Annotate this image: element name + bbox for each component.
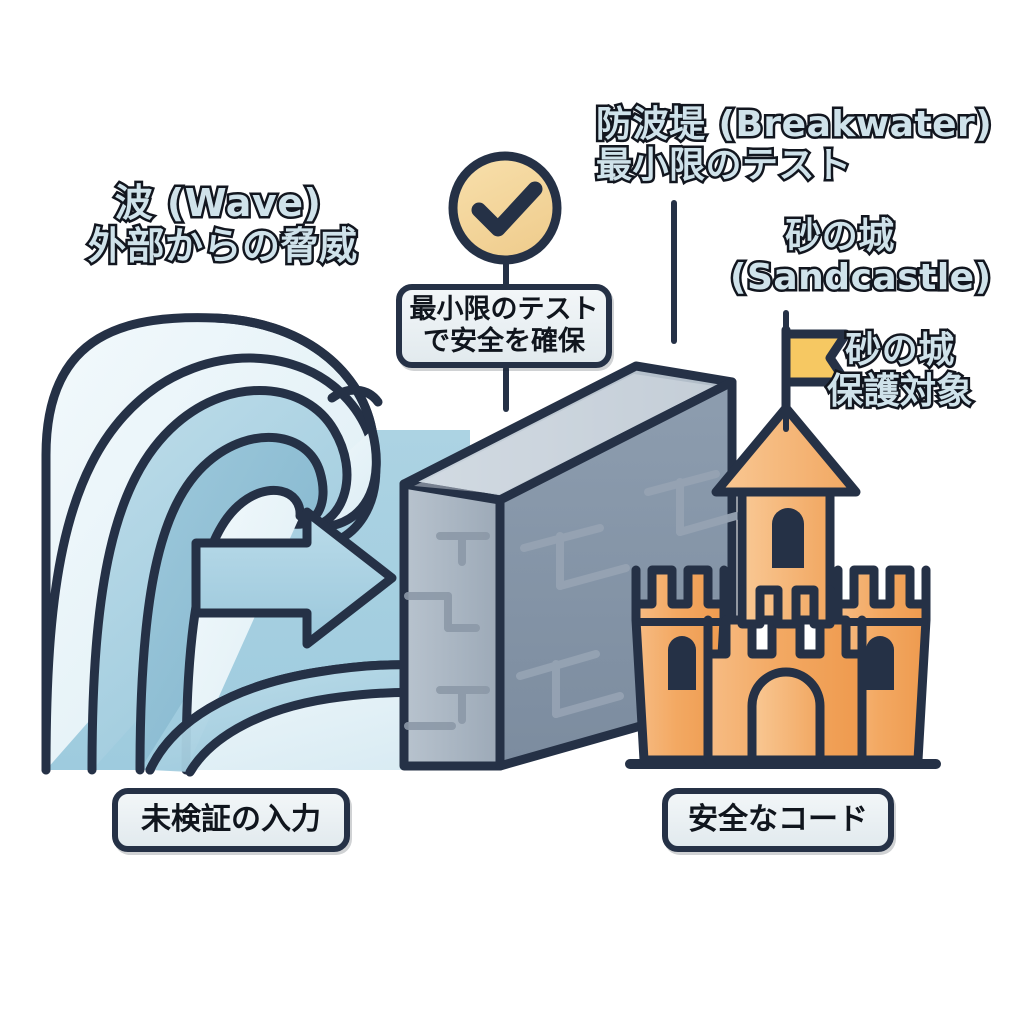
label-breakwater: 防波堤 (Breakwater) 最小限のテスト xyxy=(593,101,994,189)
leader-line-breakwater xyxy=(671,200,677,344)
callout-bottom-right-box: 安全なコード xyxy=(662,788,894,852)
leader-line-sandcastle xyxy=(783,310,789,432)
label-wave-line1: 波 (Wave) xyxy=(112,179,323,228)
check-circle-icon xyxy=(448,151,562,265)
leader-line-center-box xyxy=(503,256,509,296)
callout-center-line1: 最小限のテスト xyxy=(409,294,599,326)
label-sandcastle-role-line1: 砂の城 xyxy=(843,327,957,373)
right-arrow-icon xyxy=(191,507,397,649)
label-sandcastle-role-line2: 保護対象 xyxy=(824,369,975,415)
callout-bottom-left-box: 未検証の入力 xyxy=(112,788,350,852)
sandcastle-icon xyxy=(631,325,931,765)
label-sandcastle-title-line2: (Sandcastle) xyxy=(728,255,994,301)
callout-center-line2: で安全を確保 xyxy=(423,326,585,357)
callout-bottom-right-line1: 安全なコード xyxy=(688,802,868,838)
label-breakwater-line2: 最小限のテスト xyxy=(593,143,853,189)
label-sandcastle-title-line1: 砂の城 xyxy=(783,213,897,259)
label-breakwater-line1: 防波堤 (Breakwater) xyxy=(593,101,994,147)
label-sandcastle-title: 砂の城 (Sandcastle) xyxy=(728,213,994,301)
label-wave-line2: 外部からの脅威 xyxy=(86,222,360,271)
label-sandcastle-role: 砂の城 保護対象 xyxy=(800,327,1000,415)
callout-center-box: 最小限のテスト で安全を確保 xyxy=(396,284,612,368)
label-wave: 波 (Wave) 外部からの脅威 xyxy=(86,179,360,271)
callout-bottom-left-line1: 未検証の入力 xyxy=(141,802,321,838)
leader-line-center-box-lower xyxy=(503,366,509,412)
